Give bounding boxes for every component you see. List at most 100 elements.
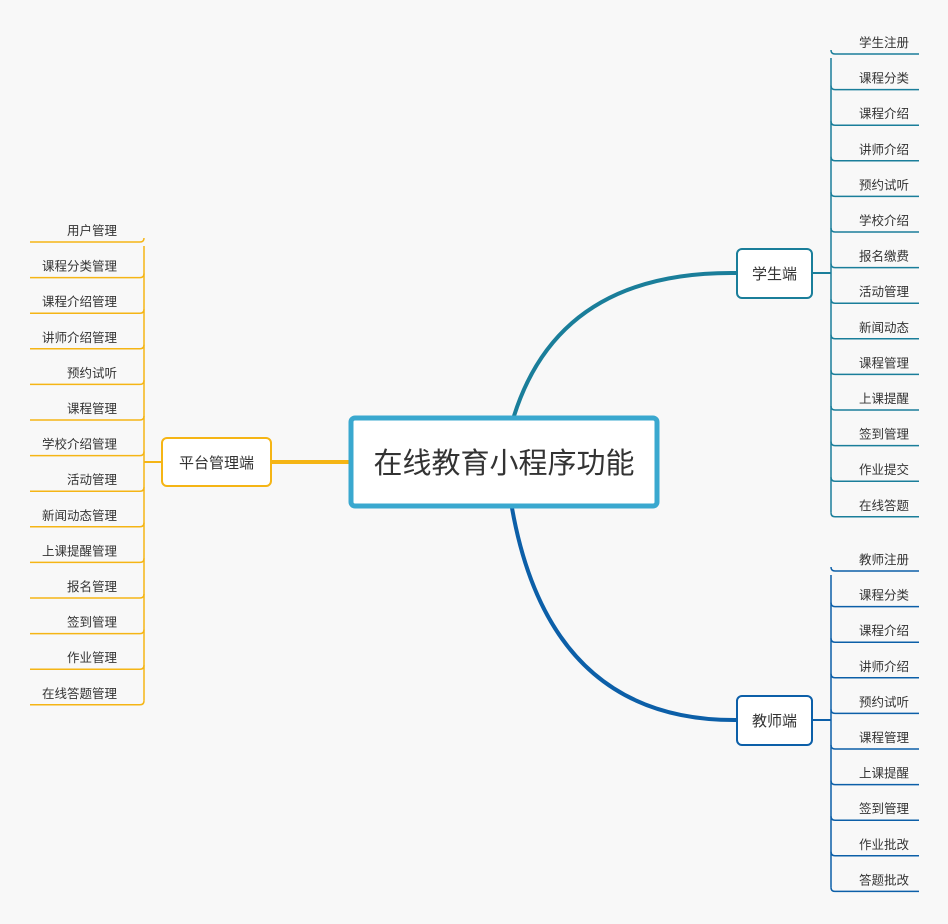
student-leaf-item[interactable]: 讲师介绍 [830,142,919,162]
platform-leaf-underline [30,593,145,599]
student-leaf-item[interactable]: 活动管理 [830,284,919,304]
student-leaf-underline [830,405,919,411]
branch-node-platform[interactable]: 平台管理端 [161,437,272,487]
student-leaf-underline [830,49,919,55]
platform-leaf-underline [30,344,145,350]
teacher-leaf-item[interactable]: 教师注册 [830,552,919,572]
connector-root-teacher [510,507,739,723]
platform-leaf-label: 讲师介绍管理 [42,330,118,345]
platform-leaf-item[interactable]: 课程介绍管理 [30,294,145,314]
student-leaf-label: 预约试听 [859,177,909,192]
student-leaf-item[interactable]: 课程分类 [830,71,919,91]
student-leaf-label: 学校介绍 [859,213,909,228]
platform-leaf-item[interactable]: 作业管理 [30,650,145,670]
teacher-leaf-item[interactable]: 课程介绍 [830,623,919,643]
teacher-leaf-item[interactable]: 答题批改 [830,872,919,893]
student-leaf-label: 报名缴费 [859,249,909,264]
platform-leaf-underline [30,237,145,243]
student-leaf-label: 讲师介绍 [859,142,909,157]
student-leaf-label: 学生注册 [859,35,909,50]
teacher-leaf-label: 上课提醒 [859,766,910,781]
platform-leaf-item[interactable]: 签到管理 [30,615,145,635]
platform-leaf-underline [30,380,145,386]
student-leaf-item[interactable]: 作业提交 [830,462,919,482]
teacher-leaf-underline [830,638,919,643]
student-leaf-underline [830,334,919,340]
teacher-leaf-underline [830,673,919,679]
teacher-leaf-label: 作业批改 [859,837,910,852]
student-leaf-item[interactable]: 新闻动态 [830,320,919,340]
platform-leaf-item[interactable]: 用户管理 [30,223,145,243]
branch-node-teacher[interactable]: 教师端 [736,695,813,746]
platform-leaf-underline [30,700,145,706]
platform-leaf-item[interactable]: 预约试听 [30,365,145,386]
teacher-leaf-item[interactable]: 预约试听 [830,694,919,715]
student-leaf-item[interactable]: 预约试听 [830,177,919,198]
platform-leaf-item[interactable]: 讲师介绍管理 [30,330,145,350]
teacher-leaf-label: 教师注册 [859,552,909,567]
teacher-leaf-item[interactable]: 课程管理 [830,730,919,750]
teacher-leaf-label: 课程介绍 [859,623,909,638]
teacher-leaf-underline [830,566,919,572]
platform-leaf-underline [30,558,145,564]
platform-leaf-label: 学校介绍管理 [42,437,118,452]
branch-node-student[interactable]: 学生端 [736,248,813,299]
teacher-leaf-underline [830,816,919,821]
branch-label-student: 学生端 [752,265,797,283]
student-leaf-item[interactable]: 学生注册 [830,35,919,55]
platform-leaf-item[interactable]: 活动管理 [30,472,145,492]
teacher-leaf-underline [830,602,919,608]
platform-leaf-item[interactable]: 在线答题管理 [30,686,145,706]
platform-leaf-underline [30,629,145,635]
teacher-leaf-label: 课程分类 [859,588,910,603]
student-leaf-underline [830,441,919,447]
student-leaf-item[interactable]: 学校介绍 [830,213,919,233]
student-leaf-underline [830,85,919,91]
student-leaf-label: 新闻动态 [859,320,909,335]
teacher-leaf-item[interactable]: 作业批改 [830,837,919,857]
student-leaf-item[interactable]: 报名缴费 [830,249,919,269]
student-leaf-label: 在线答题 [859,498,910,513]
student-leaf-item[interactable]: 课程介绍 [830,106,919,126]
student-leaf-item[interactable]: 课程管理 [830,355,919,376]
platform-leaf-underline [30,487,145,492]
platform-leaf-label: 课程管理 [67,401,118,416]
student-leaf-label: 上课提醒 [859,391,910,406]
student-leaf-item[interactable]: 签到管理 [830,427,919,447]
platform-leaf-item[interactable]: 课程分类管理 [30,259,145,279]
branch-label-platform: 平台管理端 [179,454,254,472]
leaf-group-platform: 用户管理课程分类管理课程介绍管理讲师介绍管理预约试听课程管理学校介绍管理活动管理… [30,223,162,706]
platform-leaf-item[interactable]: 新闻动态管理 [30,508,145,528]
teacher-leaf-item[interactable]: 讲师介绍 [830,659,919,679]
teacher-leaf-label: 签到管理 [859,801,910,816]
platform-leaf-underline [30,273,145,279]
platform-leaf-item[interactable]: 课程管理 [30,401,145,421]
platform-leaf-label: 在线答题管理 [42,686,118,701]
teacher-leaf-underline [830,744,919,750]
student-leaf-underline [830,263,919,269]
student-leaf-label: 课程介绍 [859,106,909,121]
teacher-leaf-item[interactable]: 上课提醒 [830,766,919,786]
student-leaf-label: 课程分类 [859,71,910,86]
platform-leaf-label: 课程分类管理 [42,259,118,274]
platform-leaf-label: 新闻动态管理 [42,508,118,523]
student-leaf-label: 活动管理 [859,284,910,299]
platform-leaf-underline [30,415,145,421]
teacher-leaf-item[interactable]: 课程分类 [830,588,919,608]
platform-leaf-item[interactable]: 学校介绍管理 [30,437,145,457]
student-leaf-label: 课程管理 [859,355,910,370]
student-leaf-item[interactable]: 在线答题 [830,498,919,518]
student-leaf-item[interactable]: 上课提醒 [830,391,919,411]
teacher-leaf-item[interactable]: 签到管理 [830,801,919,821]
student-leaf-label: 作业提交 [859,462,909,477]
student-leaf-underline [830,299,919,304]
student-leaf-underline [830,227,919,233]
teacher-leaf-underline [830,887,919,893]
branch-label-teacher: 教师端 [752,712,797,730]
root-node[interactable]: 在线教育小程序功能 [348,415,660,509]
platform-leaf-item[interactable]: 报名管理 [30,579,145,599]
student-leaf-underline [830,512,919,518]
platform-leaf-item[interactable]: 上课提醒管理 [30,543,145,564]
